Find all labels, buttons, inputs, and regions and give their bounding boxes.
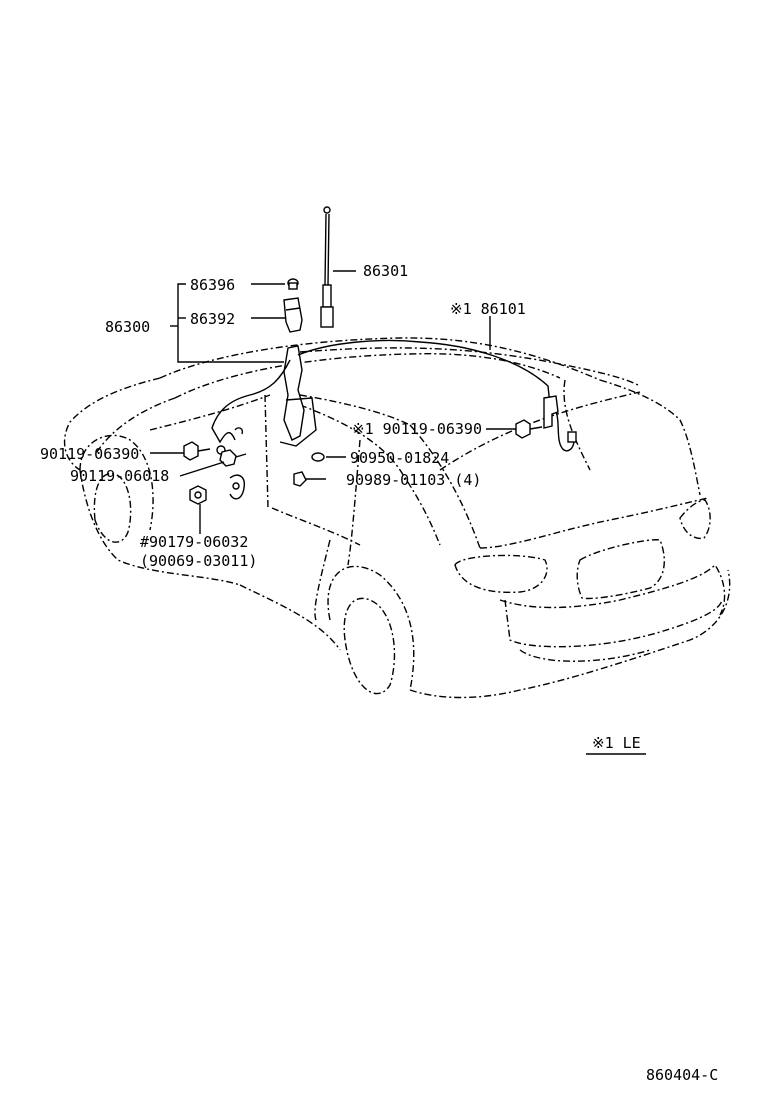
- part-label-90179-06032: #90179-06032: [140, 533, 248, 551]
- bolt-right-90119-06390: [515, 419, 543, 439]
- car-body-outline: [63, 337, 731, 699]
- clip-90989-01103: [293, 471, 307, 487]
- screw-90179-06032: [189, 485, 207, 505]
- antenna-nut-part: [283, 297, 303, 333]
- leader-lines: [150, 270, 516, 534]
- antenna-pole-assembly: [211, 339, 421, 500]
- grommet-90950-01824: [311, 452, 325, 462]
- bolt-90119-06018: [219, 449, 247, 467]
- part-label-86300: 86300: [105, 318, 150, 336]
- antenna-cord-part: [419, 341, 577, 452]
- part-label-86301: 86301: [363, 262, 408, 280]
- part-label-86101: ※1 86101: [450, 300, 526, 318]
- bolt-left-90119-06390: [183, 441, 211, 461]
- legend-note: ※1 LE: [592, 734, 641, 752]
- part-label-90950-01824: 90950-01824: [350, 449, 449, 467]
- part-label-90119-06018: 90119-06018: [70, 467, 169, 485]
- part-label-86396: 86396: [190, 276, 235, 294]
- part-label-90069-03011: (90069-03011): [140, 552, 257, 570]
- part-label-90989-01103: 90989-01103 (4): [346, 471, 481, 489]
- part-label-86392: 86392: [190, 310, 235, 328]
- antenna-cap-part: [287, 278, 299, 290]
- rod-antenna-part: [320, 206, 334, 328]
- part-label-90119-06390-left: 90119-06390: [40, 445, 139, 463]
- part-label-90119-06390-right: ※1 90119-06390: [352, 420, 482, 438]
- figure-code: 860404-C: [646, 1066, 718, 1084]
